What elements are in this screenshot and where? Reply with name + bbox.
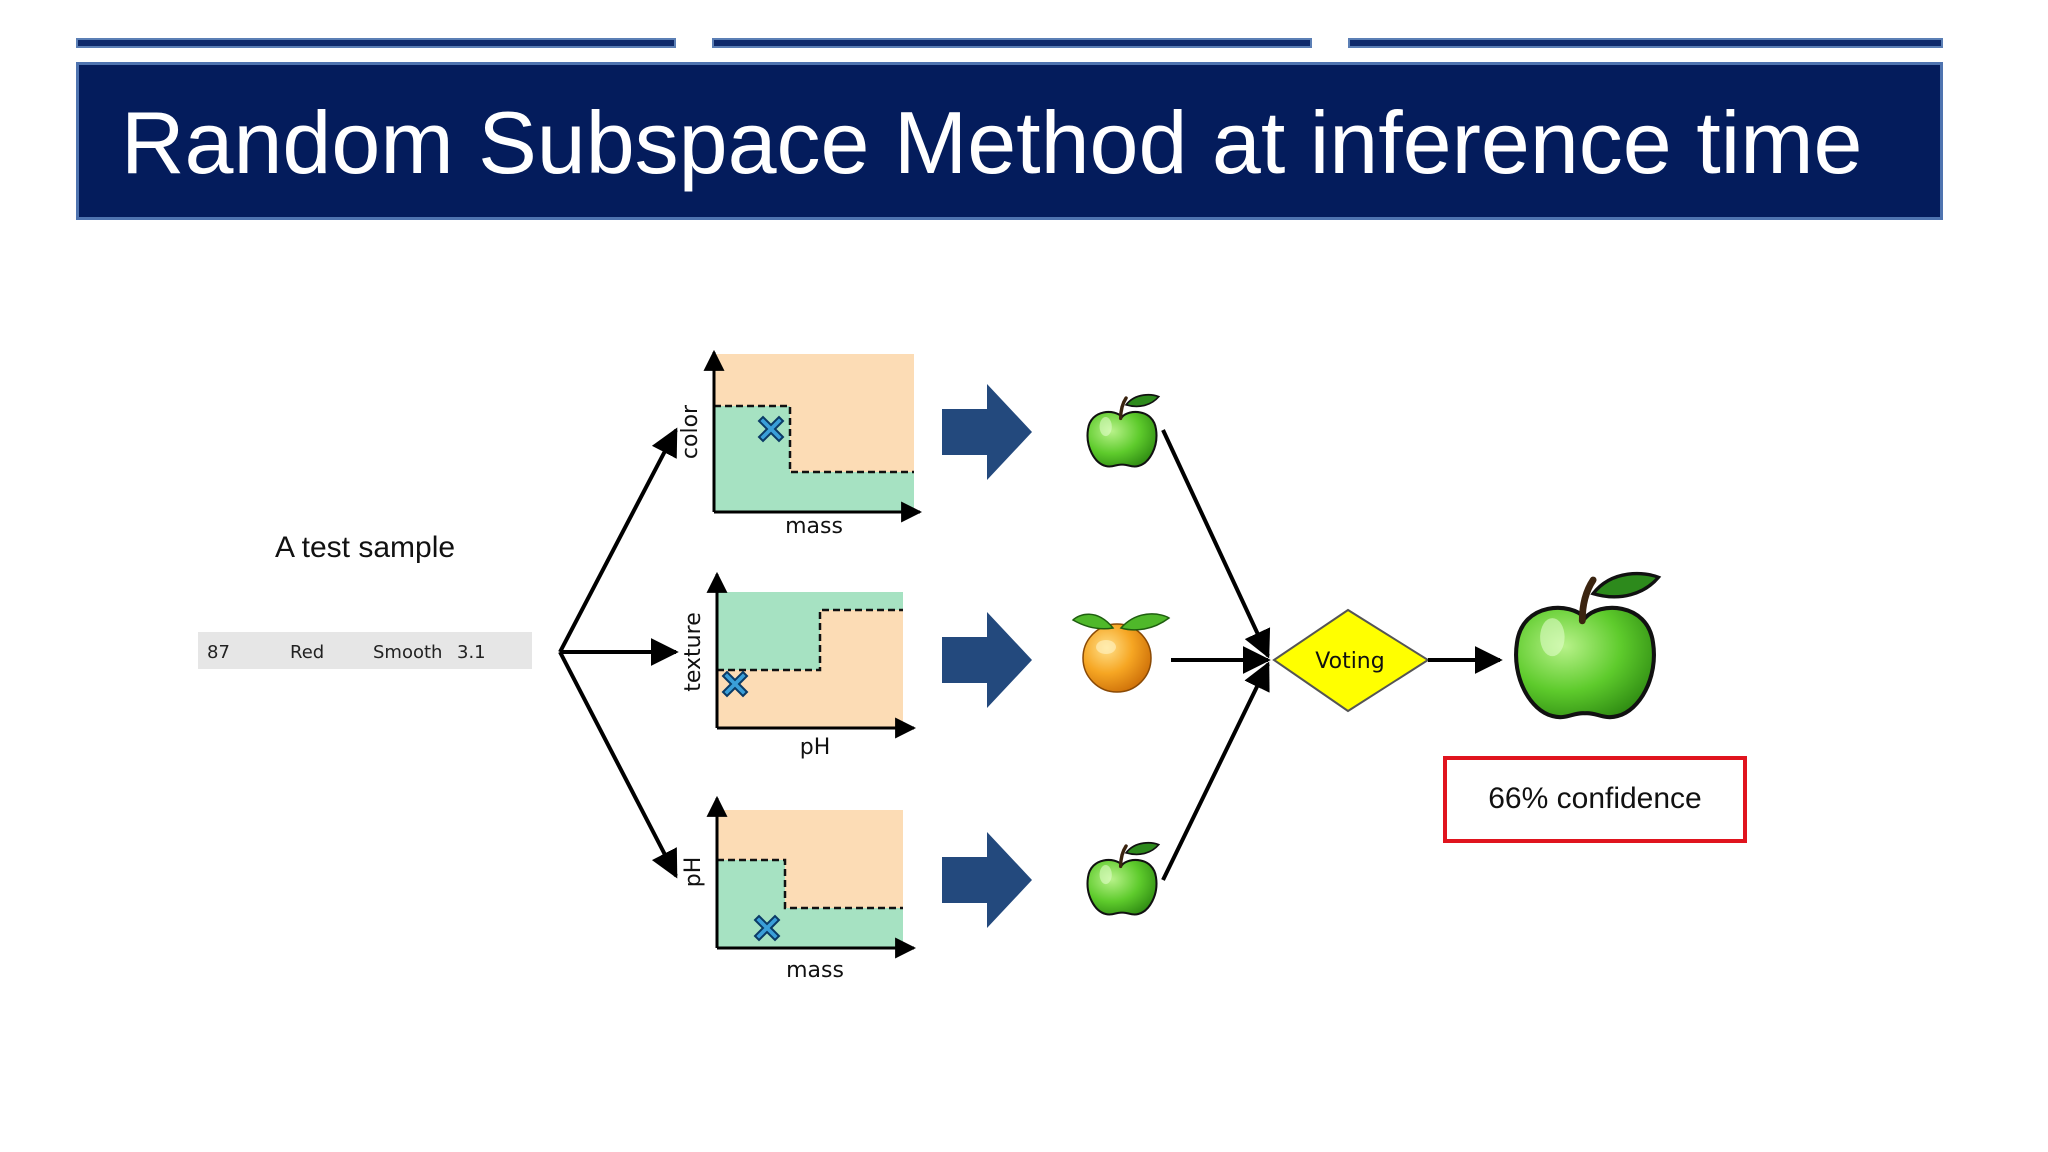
voting-label: Voting xyxy=(1315,649,1384,674)
top-rule-middle xyxy=(712,38,1312,48)
decision-boundary xyxy=(714,404,914,474)
x-axis-label: mass xyxy=(785,514,843,539)
test-point-marker xyxy=(721,670,749,698)
top-rule-right xyxy=(1348,38,1943,48)
arrow-to-classifier-3 xyxy=(558,651,678,879)
y-axis-label: color xyxy=(678,404,703,459)
test-point-marker xyxy=(753,914,781,942)
y-axis-label: texture xyxy=(681,612,706,691)
green-apple-icon xyxy=(1516,574,1658,718)
sample-value-mass: 87 xyxy=(207,642,230,663)
top-rule-left xyxy=(76,38,676,48)
block-arrow-1 xyxy=(942,384,1032,480)
arrow-to-classifier-1 xyxy=(558,427,678,653)
green-apple-icon xyxy=(1085,393,1161,469)
sample-value-ph: 3.1 xyxy=(457,642,486,663)
confidence-text: 66% confidence xyxy=(1488,782,1702,815)
classifier-plot-1: mass color xyxy=(678,349,923,539)
classifier-plot-2: pH texture xyxy=(681,571,917,760)
sample-label: A test sample xyxy=(275,531,455,564)
test-point-marker xyxy=(757,415,785,443)
confidence-box xyxy=(1443,756,1747,843)
class-region-green xyxy=(717,592,903,670)
block-arrow-2 xyxy=(942,612,1032,708)
arrow-vote-1 xyxy=(1161,429,1271,659)
sample-value-texture: Smooth xyxy=(373,642,442,663)
decision-boundary xyxy=(717,858,903,910)
title-banner: Random Subspace Method at inference time xyxy=(76,62,1943,220)
slide-title: Random Subspace Method at inference time xyxy=(121,93,1863,192)
classifier-plot-3: mass pH xyxy=(681,795,917,983)
y-axis-label: pH xyxy=(681,857,706,888)
arrow-vote-3 xyxy=(1161,661,1270,881)
sample-row xyxy=(198,632,532,669)
x-axis-label: mass xyxy=(786,958,844,983)
orange-icon xyxy=(1071,613,1171,693)
block-arrow-3 xyxy=(942,832,1032,928)
green-apple-icon xyxy=(1085,841,1161,917)
x-axis-label: pH xyxy=(800,735,831,760)
decision-boundary xyxy=(717,608,903,672)
sample-value-color: Red xyxy=(290,642,324,663)
